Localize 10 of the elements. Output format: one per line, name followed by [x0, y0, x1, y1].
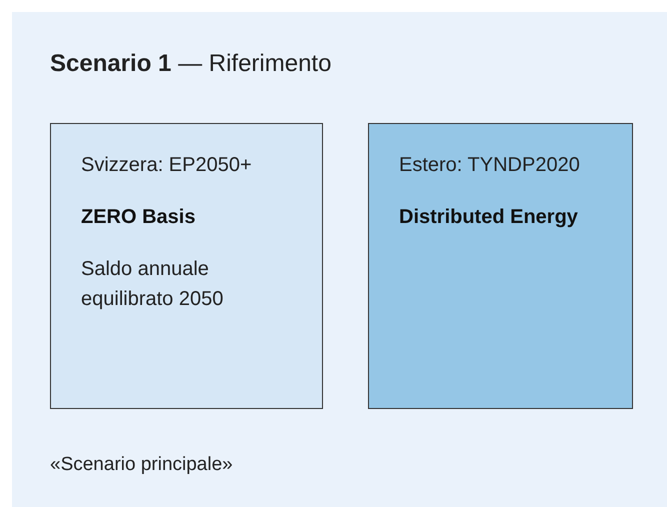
scenario-box: [50, 123, 323, 409]
box-text: Svizzera: EP2050+: [81, 153, 253, 178]
box-text: Saldo annuale equilibrato 2050: [81, 257, 224, 312]
panel-title: Scenario 1 — Riferimento: [50, 50, 332, 78]
scenario-name: ZERO Basis: [81, 205, 196, 230]
scenario-panel: [12, 12, 667, 507]
note-text: «Scenario principale»: [50, 454, 233, 476]
scenario-box: [368, 123, 633, 409]
scenario-name: Distributed Energy: [399, 205, 579, 230]
box-text: Estero: TYNDP2020: [399, 153, 581, 178]
